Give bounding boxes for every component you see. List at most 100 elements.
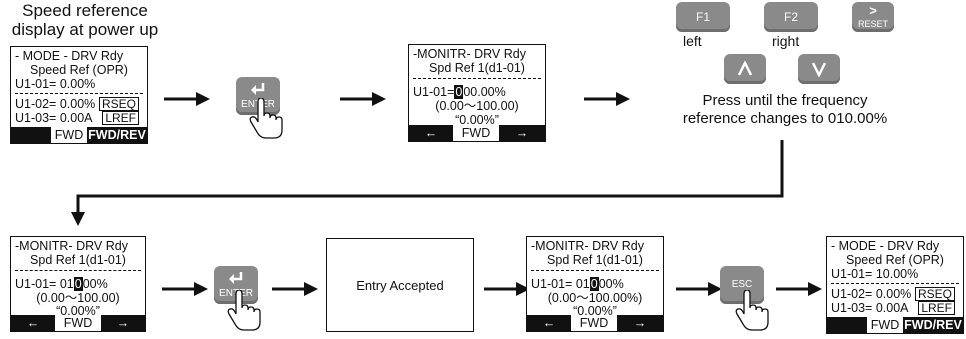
edit-cursor: 0	[73, 277, 83, 291]
f2-key[interactable]: F2	[764, 2, 818, 32]
edit-cursor: 0	[454, 85, 464, 99]
lcd-divider	[831, 283, 959, 284]
u1-01-prefix: U1-01=	[413, 85, 455, 99]
flow-arrow	[162, 282, 208, 296]
f2-caption: right	[772, 33, 800, 49]
softkey-right: FWD/REV	[87, 127, 147, 143]
enter-icon	[229, 272, 243, 284]
lcd-u1-02: U1-02= 0.00%RSEQ	[831, 287, 959, 301]
right-chevron-icon: >	[869, 3, 877, 18]
pointer-hand-icon	[249, 98, 283, 139]
lcd-divider	[15, 270, 141, 271]
edit-cursor: 0	[589, 277, 599, 291]
lcd-range: (0.00～100.00%)	[547, 291, 643, 305]
u1-01-suffix: 00%	[82, 277, 108, 291]
down-arrow-icon	[811, 62, 827, 77]
lcd-mode-line: -MONITR- DRV Rdy	[531, 239, 644, 253]
u1-01-prefix: U1-01= 01	[531, 277, 590, 291]
lcd-u1-01: U1-01= 10.00%	[831, 267, 919, 281]
softkey-left	[11, 127, 51, 143]
lcd-u1-01: U1-01= 0.00%	[15, 77, 96, 91]
rseq-tag: RSEQ	[914, 287, 955, 301]
flow-arrow	[776, 282, 822, 296]
flow-arrow	[584, 92, 630, 106]
lcd-title: Speed Ref (OPR)	[30, 63, 128, 77]
lcd-u1-01: U1-01= 01000%	[531, 277, 659, 291]
heading-line1: Speed reference	[22, 1, 148, 20]
softkey-right-arrow: →	[101, 315, 145, 331]
lcd-u1-03: U1-03= 0.00A LREF	[15, 111, 143, 125]
press-line2: reference changes to 010.00%	[682, 110, 888, 127]
softkey-left-arrow: ←	[409, 125, 453, 141]
press-instruction: Press until the frequency reference chan…	[660, 92, 910, 128]
softkey-mid: FWD	[461, 126, 491, 140]
flow-arrow	[484, 282, 530, 296]
lcd-divider	[531, 270, 659, 271]
lref-tag: LREF	[102, 111, 139, 125]
lcd-range: (0.00～100.00)	[36, 291, 120, 305]
lcd-title: Spd Ref 1(d1-01)	[547, 253, 643, 267]
softkey-mid: FWD	[54, 128, 84, 142]
lcd-softkey-bar: ← FWD →	[527, 315, 663, 331]
heading-line2: display at power up	[11, 20, 159, 39]
lcd-softkey-bar: ← FWD →	[409, 125, 545, 141]
lcd-divider	[413, 78, 541, 79]
lcd-screen-final: - MODE - DRV Rdy Speed Ref (OPR) U1-01= …	[826, 236, 964, 334]
lref-tag: LREF	[918, 301, 955, 315]
lcd-u1-02: U1-02= 0.00%RSEQ	[15, 97, 143, 111]
reset-label: RESET	[857, 19, 888, 29]
lcd-default: “0.00%”	[573, 304, 617, 318]
esc-key[interactable]: ESC	[720, 266, 764, 304]
up-key[interactable]	[724, 54, 766, 84]
esc-label: ESC	[731, 279, 753, 290]
lcd-u1-01: U1-01=000.00%	[413, 85, 541, 99]
up-arrow-icon	[737, 61, 753, 76]
lcd-screen-monitor-edit: -MONITR- DRV Rdy Spd Ref 1(d1-01) U1-01=…	[408, 44, 546, 142]
u1-01-suffix: 00.00%	[463, 85, 506, 99]
lcd-default: “0.00%”	[455, 113, 499, 127]
lcd-softkey-bar: ← FWD →	[11, 315, 145, 331]
lcd-title: Spd Ref 1(d1-01)	[429, 61, 525, 75]
flow-connector	[71, 140, 784, 226]
f2-label: F2	[783, 10, 798, 24]
flow-arrow	[340, 92, 386, 106]
lcd-mode-line: - MODE - DRV Rdy	[15, 49, 124, 63]
lcd-u1-03-text: U1-03= 0.00A	[831, 301, 909, 315]
softkey-right: FWD/REV	[903, 317, 963, 333]
lcd-u1-02-text: U1-02= 0.00%	[15, 97, 96, 111]
lcd-title: Spd Ref 1(d1-01)	[30, 253, 126, 267]
lcd-screen-edited: -MONITR- DRV Rdy Spd Ref 1(d1-01) U1-01=…	[10, 236, 146, 332]
entry-accepted-text: Entry Accepted	[356, 277, 444, 293]
reset-key[interactable]: > RESET	[852, 2, 894, 32]
u1-01-suffix: 00%	[598, 277, 624, 291]
softkey-left-arrow: ←	[11, 315, 55, 331]
lcd-range: (0.00～100.00)	[435, 99, 519, 113]
u1-01-prefix: U1-01= 01	[15, 277, 74, 291]
f1-key[interactable]: F1	[676, 2, 730, 32]
lcd-u1-03: U1-03= 0.00A LREF	[831, 301, 959, 315]
lcd-u1-01: U1-01= 01000%	[15, 277, 141, 291]
softkey-mid: FWD	[870, 318, 900, 332]
flow-arrow	[272, 282, 318, 296]
lcd-u1-02-text: U1-02= 0.00%	[831, 287, 912, 301]
softkey-mid: FWD	[63, 316, 93, 330]
press-line1: Press until the frequency	[702, 92, 868, 109]
enter-icon	[251, 83, 265, 95]
lcd-mode-line: - MODE - DRV Rdy	[831, 239, 940, 253]
softkey-right-arrow: →	[617, 315, 663, 331]
lcd-title: Speed Ref (OPR)	[846, 253, 944, 267]
lcd-screen-stored: -MONITR- DRV Rdy Spd Ref 1(d1-01) U1-01=…	[526, 236, 664, 332]
flow-arrow	[164, 92, 210, 106]
entry-accepted-screen: Entry Accepted	[326, 238, 474, 332]
pointer-hand-icon	[227, 290, 261, 331]
lcd-u1-03-text: U1-03= 0.00A	[15, 111, 93, 125]
softkey-mid: FWD	[579, 316, 609, 330]
down-key[interactable]	[798, 54, 840, 84]
softkey-left-arrow: ←	[527, 315, 571, 331]
lcd-divider	[15, 93, 143, 94]
pointer-hand-icon	[735, 290, 769, 331]
lcd-softkey-bar: FWD FWD/REV	[827, 317, 963, 333]
rseq-tag: RSEQ	[98, 97, 139, 111]
softkey-right-arrow: →	[499, 125, 545, 141]
lcd-mode-line: -MONITR- DRV Rdy	[413, 47, 526, 61]
